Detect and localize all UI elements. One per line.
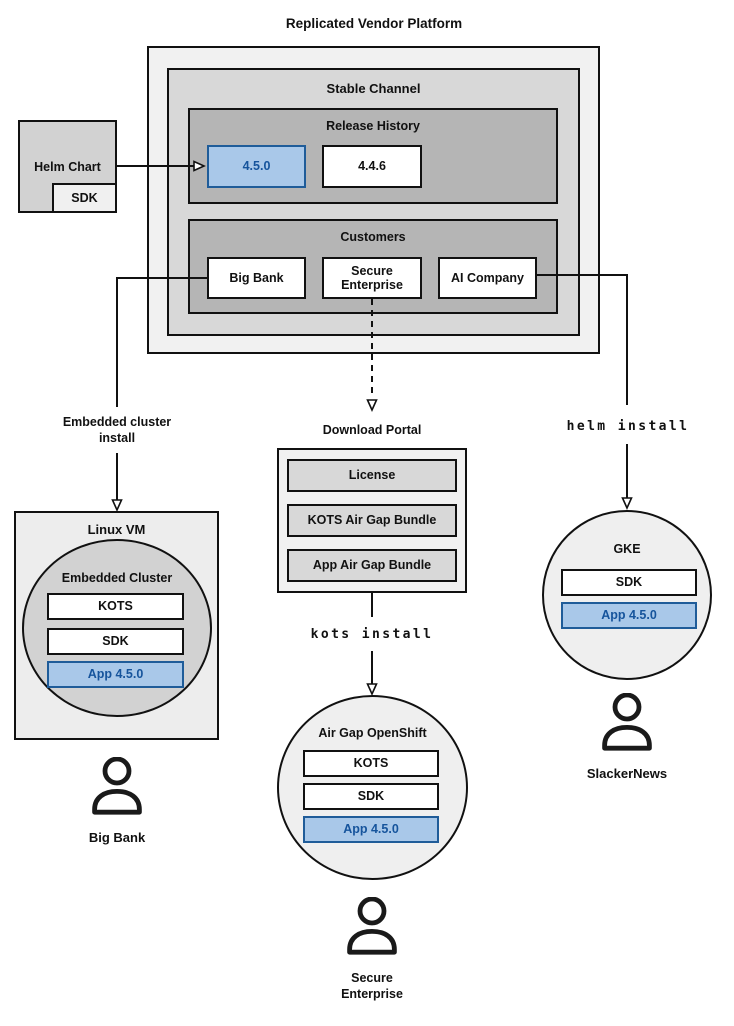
customers-box: Customers Big Bank Secure Enterprise AI … — [188, 219, 558, 314]
component-sdk: SDK — [303, 783, 439, 810]
diagram-title: Replicated Vendor Platform — [285, 16, 463, 31]
stable-channel-label: Stable Channel — [326, 81, 421, 96]
big-bank-user-label: Big Bank — [88, 830, 146, 845]
embedded-cluster-circle: Embedded Cluster KOTS SDK App 4.5.0 — [22, 539, 212, 717]
kots-install-label: kots install — [310, 627, 434, 642]
download-portal-box: License KOTS Air Gap Bundle App Air Gap … — [277, 448, 467, 593]
gke-label: GKE — [613, 542, 641, 556]
airgap-openshift-circle: Air Gap OpenShift KOTS SDK App 4.5.0 — [277, 695, 468, 880]
secure-enterprise-person-icon — [346, 896, 398, 960]
airgap-openshift-label: Air Gap OpenShift — [318, 726, 427, 740]
portal-to-openshift-arrow — [366, 593, 378, 696]
component-kots: KOTS — [47, 593, 184, 620]
embedded-install-label: Embedded cluster install — [62, 415, 172, 445]
portal-item-kots-bundle: KOTS Air Gap Bundle — [287, 504, 457, 537]
helm-chart-label: Helm Chart — [34, 160, 101, 174]
download-portal-label: Download Portal — [322, 423, 422, 437]
release-history-box: Release History 4.5.0 4.4.6 — [188, 108, 558, 204]
helm-install-label: helm install — [566, 419, 690, 434]
release-version-446: 4.4.6 — [322, 145, 422, 188]
component-app: App 4.5.0 — [561, 602, 697, 629]
gke-circle: GKE SDK App 4.5.0 — [542, 510, 712, 680]
portal-item-license: License — [287, 459, 457, 492]
helm-sdk-box: SDK — [52, 183, 117, 213]
component-app: App 4.5.0 — [303, 816, 439, 843]
release-version-450: 4.5.0 — [207, 145, 306, 188]
linux-vm-label: Linux VM — [87, 522, 146, 537]
customers-label: Customers — [340, 230, 406, 244]
component-sdk: SDK — [561, 569, 697, 596]
helm-chart-box: Helm Chart SDK — [18, 120, 117, 213]
linux-vm-box: Linux VM Embedded Cluster KOTS SDK App 4… — [14, 511, 219, 740]
component-kots: KOTS — [303, 750, 439, 777]
release-history-label: Release History — [326, 119, 420, 133]
component-app: App 4.5.0 — [47, 661, 184, 688]
embedded-cluster-label: Embedded Cluster — [61, 571, 173, 585]
customer-secure-enterprise: Secure Enterprise — [322, 257, 422, 299]
customer-big-bank: Big Bank — [207, 257, 306, 299]
portal-item-app-bundle: App Air Gap Bundle — [287, 549, 457, 582]
big-bank-person-icon — [91, 756, 143, 820]
slackernews-person-icon — [601, 692, 653, 756]
stable-channel-box: Stable Channel Release History 4.5.0 4.4… — [167, 68, 580, 336]
component-sdk: SDK — [47, 628, 184, 655]
slackernews-user-label: SlackerNews — [586, 766, 668, 781]
vendor-platform-box: Stable Channel Release History 4.5.0 4.4… — [147, 46, 600, 354]
customer-ai-company: AI Company — [438, 257, 537, 299]
secure-enterprise-user-label: Secure Enterprise — [341, 971, 403, 1001]
